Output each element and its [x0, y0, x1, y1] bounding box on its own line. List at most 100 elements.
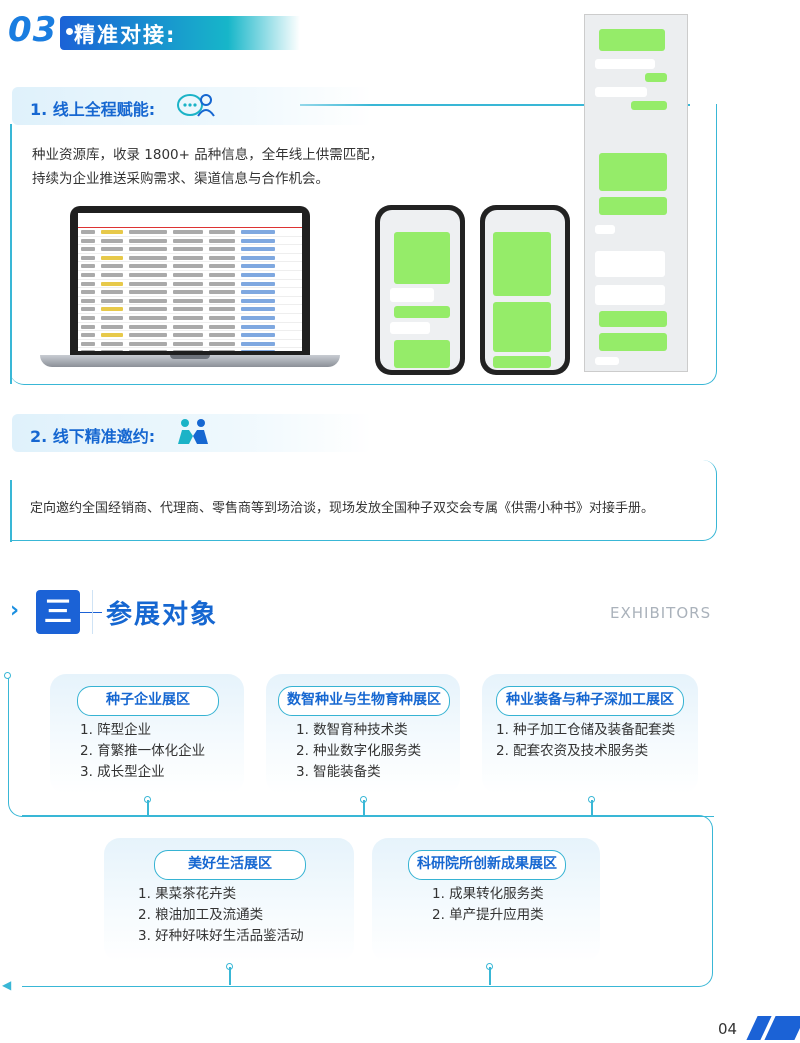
spreadsheet-cell: [241, 333, 275, 338]
spreadsheet-cell: [173, 238, 203, 243]
spreadsheet-rows: [78, 228, 302, 351]
spreadsheet-cell: [101, 272, 123, 277]
chat-screenshot: [584, 14, 688, 372]
spreadsheet-cell: [129, 264, 167, 269]
chat-bubble: [599, 29, 665, 51]
spreadsheet-row: [78, 245, 302, 254]
card-list: 1. 果菜茶花卉类 2. 粮油加工及流通类 3. 好种好味好生活品鉴活动: [138, 884, 304, 947]
card-item: 3. 成长型企业: [80, 764, 165, 780]
spreadsheet-row: [78, 237, 302, 246]
offline-frame-left-line: [10, 480, 12, 542]
card-title: 美好生活展区: [154, 850, 306, 880]
spreadsheet-row: [78, 288, 302, 297]
spreadsheet-cell: [241, 264, 275, 269]
connector-dot: [4, 672, 11, 679]
card-title: 种子企业展区: [77, 686, 219, 716]
spreadsheet-cell: [241, 238, 275, 243]
exhibitor-card: 种子企业展区 1. 阵型企业 2. 育繁推一体化企业 3. 成长型企业: [50, 674, 244, 794]
exhibitor-card: 科研院所创新成果展区 1. 成果转化服务类 2. 单产提升应用类: [372, 838, 600, 962]
spreadsheet-cell: [101, 341, 123, 346]
offline-title: 2. 线下精准邀约:: [30, 427, 156, 446]
spreadsheet-cell: [81, 272, 95, 277]
spreadsheet-cell: [129, 230, 167, 234]
spreadsheet-cell: [81, 341, 95, 346]
offline-subheader: [12, 414, 372, 452]
spreadsheet-cell: [173, 272, 203, 277]
exhibitor-card: 数智种业与生物育种展区 1. 数智育种技术类 2. 种业数字化服务类 3. 智能…: [266, 674, 460, 794]
card-item: 1. 数智育种技术类: [296, 722, 408, 738]
spreadsheet-cell: [209, 290, 235, 295]
spreadsheet-cell: [173, 341, 203, 346]
spreadsheet-cell: [173, 255, 203, 260]
spreadsheet-cell: [101, 247, 123, 252]
spreadsheet-cell: [241, 307, 275, 312]
spreadsheet-cell: [81, 255, 95, 260]
spreadsheet-cell: [173, 290, 203, 295]
spreadsheet-header: [78, 213, 302, 228]
spreadsheet-cell: [209, 298, 235, 303]
section-title: 精准对接:: [74, 23, 177, 47]
offline-desc: 定向邀约全国经销商、代理商、零售商等到场洽谈，现场发放全国种子双交会专属《供需小…: [30, 501, 655, 516]
card-item: 2. 育繁推一体化企业: [80, 743, 206, 759]
spreadsheet-cell: [209, 272, 235, 277]
card-list: 1. 数智育种技术类 2. 种业数字化服务类 3. 智能装备类: [296, 720, 421, 783]
spreadsheet-cell: [173, 247, 203, 252]
spreadsheet-cell: [173, 315, 203, 320]
spreadsheet-row: [78, 305, 302, 314]
spreadsheet-cell: [241, 247, 275, 252]
spreadsheet-row: [78, 254, 302, 263]
chevron-right-icon: ›: [10, 598, 20, 623]
spreadsheet-cell: [129, 247, 167, 252]
title-dot-icon: [66, 28, 73, 35]
spreadsheet-cell: [81, 290, 95, 295]
spreadsheet-cell: [101, 307, 123, 312]
spreadsheet-cell: [129, 238, 167, 243]
spreadsheet-row: [78, 297, 302, 306]
chat-bubble: [394, 340, 450, 368]
spreadsheet-row: [78, 340, 302, 349]
spreadsheet-cell: [209, 238, 235, 243]
card-item: 2. 配套农资及技术服务类: [496, 743, 649, 759]
spreadsheet-cell: [209, 324, 235, 329]
spreadsheet-cell: [209, 350, 235, 351]
spreadsheet-cell: [129, 298, 167, 303]
spreadsheet-row: [78, 271, 302, 280]
spreadsheet-cell: [209, 264, 235, 269]
card-item: 2. 单产提升应用类: [432, 907, 544, 923]
online-frame: [10, 104, 717, 385]
card-title: 种业装备与种子深加工展区: [496, 686, 684, 716]
spreadsheet-cell: [81, 264, 95, 269]
section-number-cn: 三: [43, 595, 72, 628]
chat-bubble: [595, 285, 665, 305]
title-divider: [80, 612, 102, 613]
spreadsheet-cell: [173, 333, 203, 338]
spreadsheet-cell: [241, 350, 275, 351]
spreadsheet-cell: [129, 272, 167, 277]
laptop-notch: [170, 355, 210, 359]
chat-bubble: [599, 153, 667, 191]
spreadsheet-cell: [101, 290, 123, 295]
spreadsheet-cell: [241, 315, 275, 320]
exhibitor-card: 美好生活展区 1. 果菜茶花卉类 2. 粮油加工及流通类 3. 好种好味好生活品…: [104, 838, 354, 962]
spreadsheet-cell: [241, 324, 275, 329]
connector-stub: [489, 967, 491, 985]
card-item: 1. 果菜茶花卉类: [138, 886, 237, 902]
connector-arrow-icon: ◀: [2, 978, 12, 992]
spreadsheet-cell: [129, 307, 167, 312]
spreadsheet-cell: [81, 238, 95, 243]
page-number: 04: [718, 1020, 738, 1038]
section-title-bar: [60, 16, 300, 50]
connector-top: [8, 676, 714, 817]
spreadsheet-row: [78, 280, 302, 289]
spreadsheet-cell: [101, 324, 123, 329]
chat-bubble: [599, 197, 667, 215]
connector-stub: [591, 800, 593, 816]
spreadsheet-cell: [209, 281, 235, 286]
chat-bubble: [645, 73, 667, 82]
online-desc-line1: 种业资源库，收录 1800+ 品种信息，全年线上供需匹配，: [32, 147, 384, 163]
connector-right: [22, 815, 713, 987]
spreadsheet-cell: [241, 230, 275, 234]
spreadsheet-cell: [129, 315, 167, 320]
spreadsheet-cell: [173, 298, 203, 303]
chat-bubble: [394, 306, 450, 318]
